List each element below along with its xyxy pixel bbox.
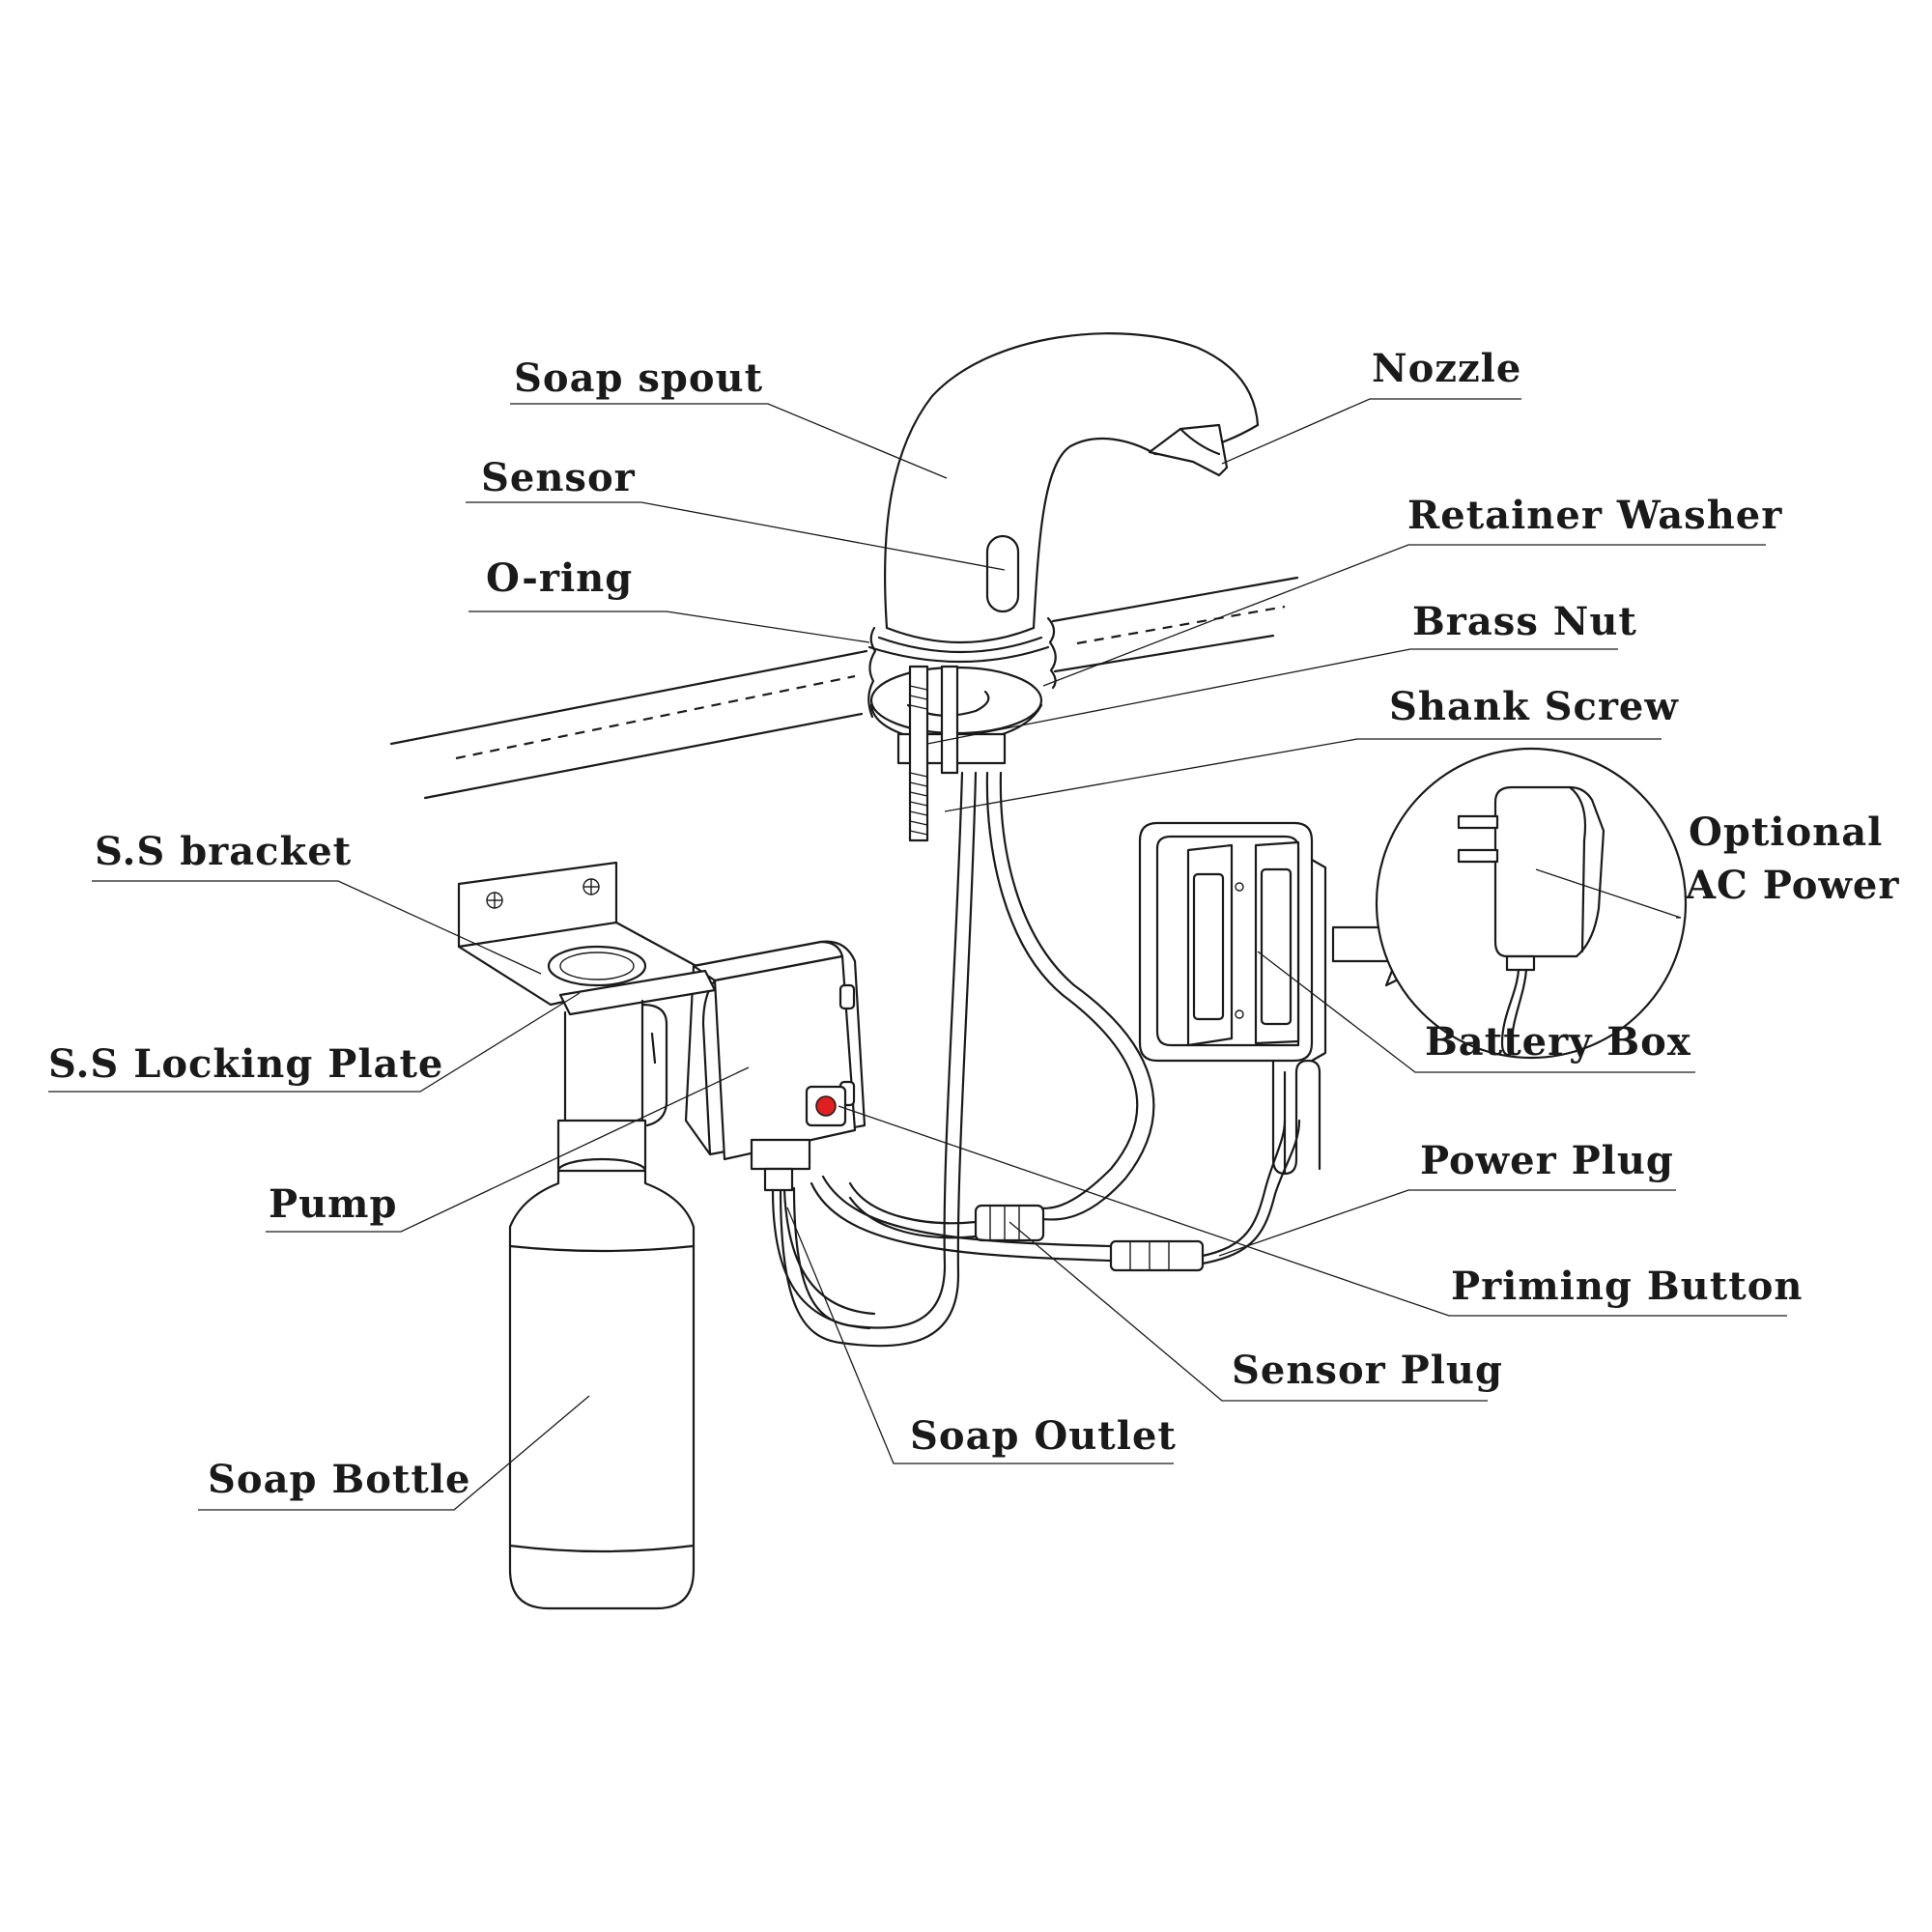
soap-bottle: [508, 1119, 696, 1610]
ac-adapter: [1375, 747, 1688, 1060]
sensor-plug: [848, 1181, 1045, 1242]
power-plug: [810, 1119, 1301, 1272]
label-o-ring: O-ring: [486, 555, 633, 601]
label-pump: Pump: [269, 1181, 397, 1227]
label-nozzle: Nozzle: [1372, 346, 1521, 391]
pump-neck: [547, 945, 717, 1127]
shank-screw: [908, 665, 959, 842]
label-soap-bottle: Soap Bottle: [208, 1457, 470, 1502]
pump-body: [684, 940, 867, 1161]
priming-button: [805, 1085, 847, 1127]
label-priming-button: Priming Button: [1451, 1264, 1803, 1309]
label-brass-nut: Brass Nut: [1412, 599, 1637, 644]
label-ac-power: AC Power: [1685, 863, 1899, 908]
label-optional: Optional: [1689, 810, 1883, 855]
label-soap-spout: Soap spout: [514, 355, 763, 401]
label-ss-bracket: S.S bracket: [95, 829, 352, 874]
label-power-plug: Power Plug: [1420, 1138, 1674, 1183]
sensor-window: [985, 534, 1020, 613]
label-shank-screw: Shank Screw: [1389, 684, 1679, 729]
leader-lines: [48, 398, 1787, 1511]
tubing: [779, 771, 1155, 1348]
countertop: [389, 576, 1299, 800]
label-soap-outlet: Soap Outlet: [910, 1413, 1177, 1459]
label-retainer-washer: Retainer Washer: [1407, 493, 1782, 538]
labels: Soap spout Sensor O-ring Nozzle Retainer…: [48, 346, 1899, 1502]
soap-spout: [867, 332, 1260, 664]
nozzle: [1148, 423, 1229, 477]
label-sensor-plug: Sensor Plug: [1232, 1348, 1503, 1393]
label-battery-box: Battery Box: [1425, 1019, 1691, 1065]
label-ss-locking-plate: S.S Locking Plate: [48, 1041, 443, 1087]
battery-box: [1138, 821, 1327, 1176]
label-sensor: Sensor: [481, 455, 636, 500]
soap-outlet: [750, 1138, 876, 1330]
